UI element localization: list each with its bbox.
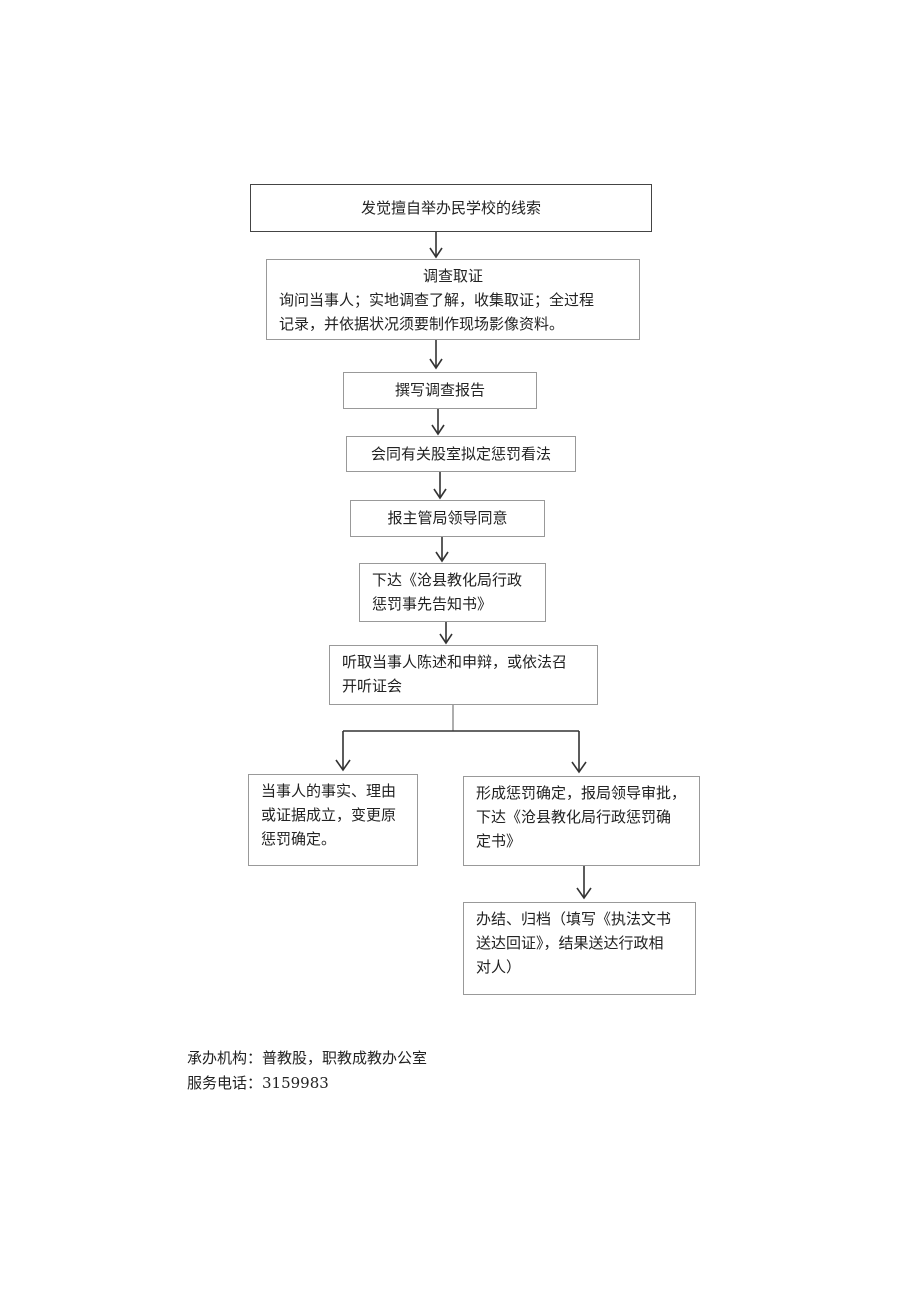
step-text: 发觉擅自举办民学校的线索 bbox=[360, 199, 541, 217]
step-text: 报主管局领导同意 bbox=[387, 509, 508, 527]
arrow-icon bbox=[431, 409, 445, 436]
branch-change-decision: 当事人的事实、理由 或证据成立，变更原 惩罚确定。 bbox=[248, 774, 418, 866]
step-text: 形成惩罚确定，报局领导审批， bbox=[476, 784, 687, 802]
step-text: 惩罚事先告知书》 bbox=[372, 595, 493, 613]
step-text: 下达《沧县教化局行政 bbox=[372, 571, 523, 589]
step-hearing: 听取当事人陈述和申辩，或依法召 开听证会 bbox=[329, 645, 598, 705]
arrow-icon bbox=[571, 731, 587, 774]
step-title: 调查取证 bbox=[422, 267, 483, 285]
arrow-icon bbox=[429, 340, 443, 370]
arrow-icon bbox=[576, 866, 592, 900]
step-text: 听取当事人陈述和申辩，或依法召 bbox=[342, 653, 568, 671]
arrow-icon bbox=[435, 537, 449, 563]
step-write-report: 撰写调查报告 bbox=[343, 372, 537, 409]
arrow-icon bbox=[335, 731, 351, 772]
step-approval: 报主管局领导同意 bbox=[350, 500, 545, 537]
step-text: 下达《沧县教化局行政惩罚确 bbox=[476, 808, 672, 826]
step-text: 开听证会 bbox=[342, 677, 403, 695]
step-text: 记录，并依据状况须要制作现场影像资料。 bbox=[279, 315, 565, 333]
step-investigate: 调查取证 询问当事人；实地调查了解，收集取证；全过程 记录，并依据状况须要制作现… bbox=[266, 259, 640, 340]
step-prior-notice: 下达《沧县教化局行政 惩罚事先告知书》 bbox=[359, 563, 546, 622]
step-text: 惩罚确定。 bbox=[261, 830, 337, 848]
step-draft-opinion: 会同有关股室拟定惩罚看法 bbox=[346, 436, 576, 472]
step-text: 当事人的事实、理由 bbox=[261, 782, 397, 800]
step-text: 送达回证》，结果送达行政相 bbox=[476, 934, 664, 952]
step-text: 定书》 bbox=[476, 832, 522, 850]
branch-penalty-decision: 形成惩罚确定，报局领导审批， 下达《沧县教化局行政惩罚确 定书》 bbox=[463, 776, 700, 866]
step-text: 办结、归档（填写《执法文书 bbox=[476, 910, 672, 928]
step-discover-clue: 发觉擅自举办民学校的线索 bbox=[250, 184, 652, 232]
step-close-archive: 办结、归档（填写《执法文书 送达回证》，结果送达行政相 对人） bbox=[463, 902, 696, 995]
arrow-icon bbox=[429, 232, 443, 259]
arrow-icon bbox=[433, 472, 447, 500]
footer-phone: 服务电话：3159983 bbox=[187, 1074, 329, 1092]
step-text: 撰写调查报告 bbox=[394, 381, 485, 399]
step-text: 对人） bbox=[476, 958, 522, 976]
step-text: 询问当事人；实地调查了解，收集取证；全过程 bbox=[279, 291, 595, 309]
step-text: 会同有关股室拟定惩罚看法 bbox=[370, 445, 551, 463]
footer-agency: 承办机构：普教股，职教成教办公室 bbox=[187, 1049, 428, 1067]
step-text: 或证据成立，变更原 bbox=[261, 806, 397, 824]
arrow-icon bbox=[439, 622, 453, 645]
